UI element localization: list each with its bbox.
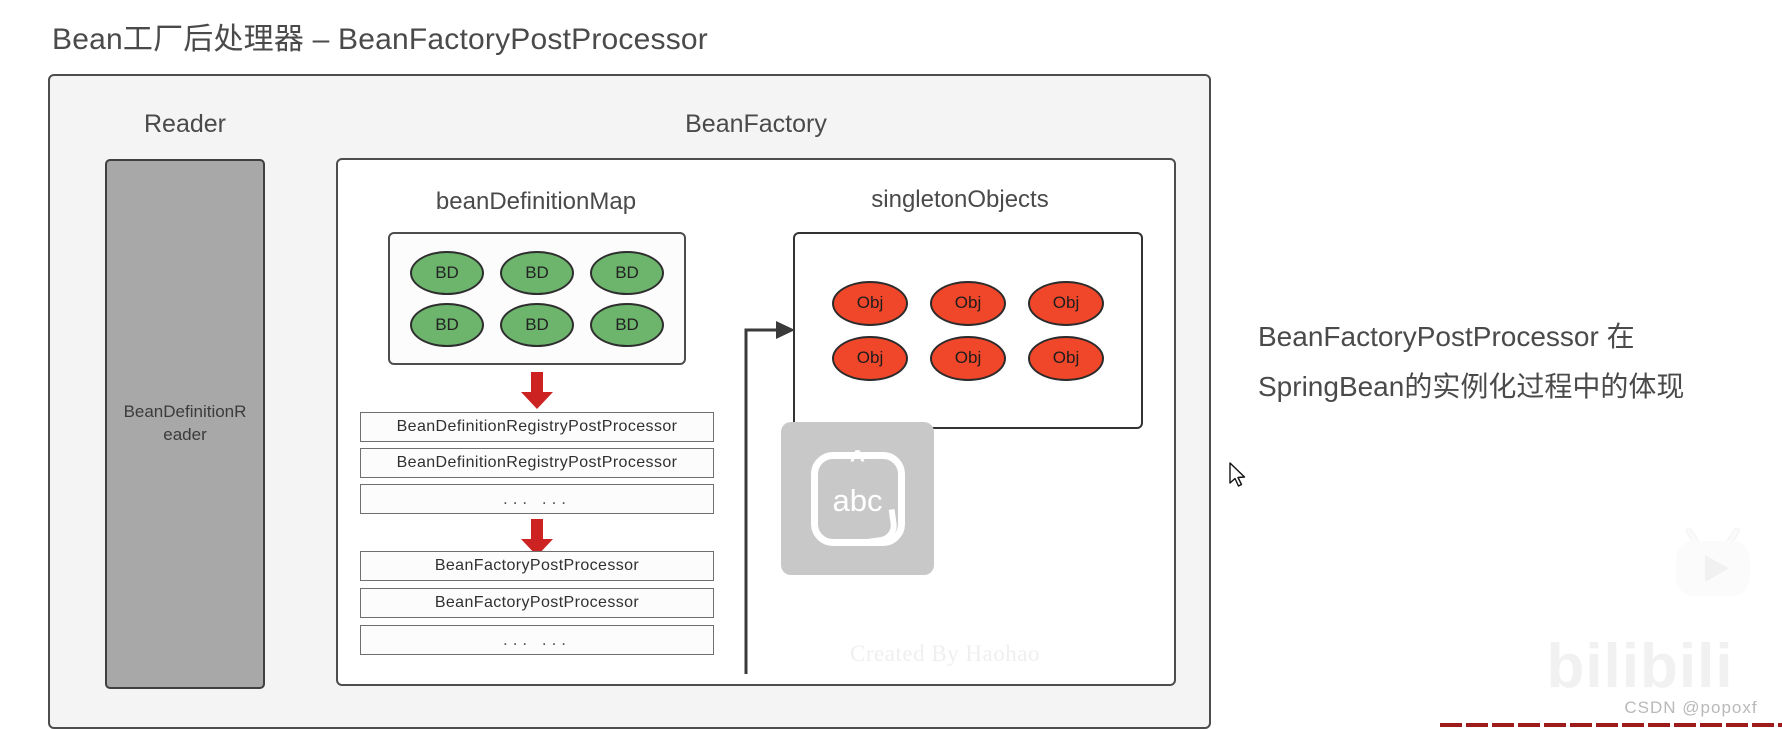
video-progress-bar[interactable] — [1440, 723, 1782, 727]
registry-post-processor-row: BeanDefinitionRegistryPostProcessor — [360, 448, 714, 478]
bilibili-wordmark-watermark: bilibili — [1546, 632, 1734, 701]
reader-box-label: BeanDefinitionReader — [123, 402, 247, 444]
bean-definition-map-title: beanDefinitionMap — [435, 188, 637, 215]
ime-key-icon: ^ abc — [810, 446, 905, 546]
registry-post-processor-ellipsis-row: ... ... — [360, 484, 714, 514]
caption-text: BeanFactoryPostProcessor 在 SpringBean的实例… — [1258, 312, 1728, 413]
obj-node: Obj — [930, 280, 1006, 326]
bd-row: BD BD BD — [410, 302, 664, 347]
bd-node: BD — [590, 302, 664, 347]
bd-node: BD — [590, 250, 664, 295]
obj-node: Obj — [832, 280, 908, 326]
ime-abc-label: abc — [832, 483, 883, 518]
ime-indicator-overlay: ^ abc — [781, 422, 934, 575]
reader-heading: Reader — [144, 110, 226, 138]
obj-node: Obj — [832, 335, 908, 381]
registry-post-processor-row: BeanDefinitionRegistryPostProcessor — [360, 412, 714, 442]
ime-key-tail-icon — [862, 508, 899, 545]
mouse-cursor-icon — [1229, 462, 1246, 487]
bd-node: BD — [500, 250, 574, 295]
obj-row: Obj Obj Obj — [832, 280, 1104, 326]
obj-node: Obj — [1028, 335, 1104, 381]
bd-node: BD — [410, 302, 484, 347]
factory-post-processor-row: BeanFactoryPostProcessor — [360, 551, 714, 581]
caret-up-icon: ^ — [849, 443, 866, 474]
bilibili-tv-logo-icon — [1676, 527, 1750, 596]
singleton-objects-title: singletonObjects — [871, 186, 1049, 213]
factory-post-processor-row: BeanFactoryPostProcessor — [360, 588, 714, 618]
bd-row: BD BD BD — [410, 250, 664, 295]
red-down-arrow-icon — [521, 519, 553, 556]
reader-box: BeanDefinitionReader — [105, 159, 265, 689]
caption-line-1: BeanFactoryPostProcessor 在 — [1258, 321, 1635, 352]
obj-row: Obj Obj Obj — [832, 335, 1104, 381]
obj-node: Obj — [1028, 280, 1104, 326]
beanfactory-heading: BeanFactory — [685, 110, 827, 138]
singleton-objects-box: Obj Obj Obj Obj Obj Obj — [793, 232, 1143, 429]
bean-definition-map-box: BD BD BD BD BD BD — [388, 232, 686, 365]
page-title: Bean工厂后处理器 – BeanFactoryPostProcessor — [52, 23, 708, 56]
factory-post-processor-ellipsis-row: ... ... — [360, 625, 714, 655]
bd-node: BD — [410, 250, 484, 295]
created-by-watermark: Created By Haohao — [850, 641, 1040, 666]
obj-node: Obj — [930, 335, 1006, 381]
red-down-arrow-icon — [521, 372, 553, 409]
caption-line-2: SpringBean的实例化过程中的体现 — [1258, 371, 1685, 403]
bd-node: BD — [500, 302, 574, 347]
csdn-watermark: CSDN @popoxf — [1624, 698, 1758, 717]
